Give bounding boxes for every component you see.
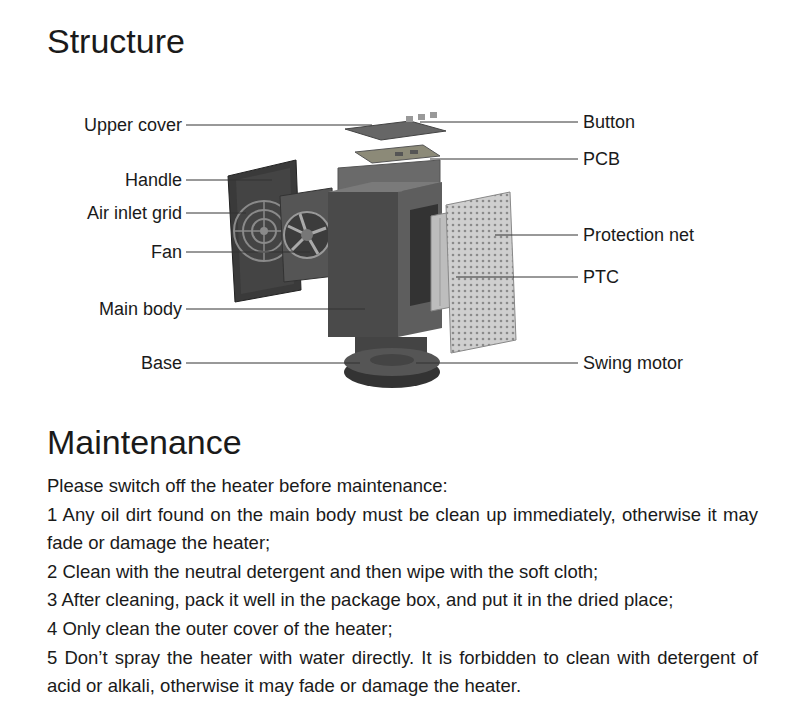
maintenance-line: Please switch off the heater before main…: [47, 472, 758, 501]
part-label: Handle: [125, 169, 182, 191]
part-label: PCB: [583, 148, 620, 170]
section-heading: Maintenance: [47, 422, 242, 462]
part-label: Upper cover: [84, 114, 182, 136]
maintenance-line: 3 After cleaning, pack it well in the pa…: [47, 586, 758, 615]
section-heading: Structure: [47, 21, 185, 61]
part-label: Air inlet grid: [87, 202, 182, 224]
part-label: PTC: [583, 266, 619, 288]
part-label: Fan: [151, 241, 182, 263]
maintenance-line: 1 Any oil dirt found on the main body mu…: [47, 501, 758, 558]
maintenance-line: 4 Only clean the outer cover of the heat…: [47, 615, 758, 644]
maintenance-line: 5 Don’t spray the heater with water dire…: [47, 644, 758, 701]
part-label: Base: [141, 352, 182, 374]
maintenance-line: 2 Clean with the neutral detergent and t…: [47, 558, 758, 587]
part-label: Protection net: [583, 224, 694, 246]
part-label: Main body: [99, 298, 182, 320]
part-label: Button: [583, 111, 635, 133]
maintenance-text: Please switch off the heater before main…: [47, 472, 758, 701]
part-label: Swing motor: [583, 352, 683, 374]
